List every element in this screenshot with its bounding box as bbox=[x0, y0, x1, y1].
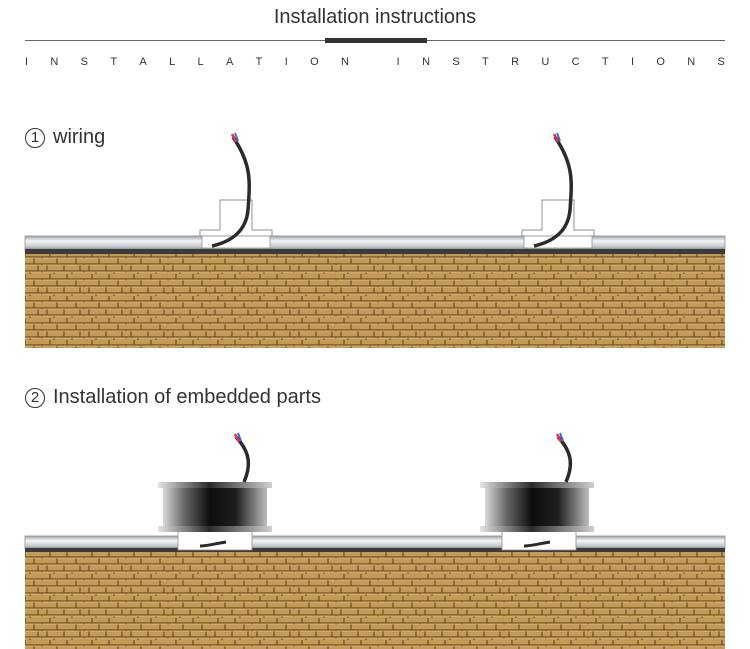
pipe-shadow bbox=[25, 548, 725, 552]
subtitle-letter: L bbox=[169, 56, 176, 68]
step-2-heading: 2 Installation of embedded parts bbox=[25, 386, 321, 409]
surface-pipe bbox=[24, 535, 726, 550]
subtitle-letter: N bbox=[422, 56, 431, 68]
subtitle-letter: O bbox=[310, 56, 319, 68]
embedded-part-right bbox=[480, 482, 594, 551]
embedded-part-left bbox=[158, 482, 272, 551]
subtitle-letter: S bbox=[452, 56, 460, 68]
subtitle-letter: U bbox=[541, 56, 550, 68]
subtitle-letter: I bbox=[630, 56, 635, 68]
subtitle-letter: A bbox=[225, 56, 234, 68]
step-2-label: Installation of embedded parts bbox=[53, 386, 321, 408]
subtitle-letter: I bbox=[284, 56, 288, 68]
subtitle-letter: T bbox=[482, 56, 489, 68]
cable-left bbox=[199, 432, 251, 548]
subtitle-letter: N bbox=[687, 56, 696, 68]
subtitle-letter: O bbox=[656, 56, 665, 68]
pipe-shadow bbox=[25, 249, 725, 254]
ground-layer bbox=[25, 254, 725, 348]
subtitle-letter: T bbox=[255, 56, 263, 68]
step-2-number: 2 bbox=[25, 387, 45, 408]
subtitle-letter: T bbox=[110, 56, 118, 68]
subtitle-letter: T bbox=[601, 56, 609, 68]
ground-layer bbox=[25, 552, 725, 649]
mounting-bracket-right bbox=[521, 199, 595, 249]
subtitle-letter: I bbox=[25, 56, 29, 68]
cable-right bbox=[533, 132, 573, 248]
subtitle-letter: A bbox=[139, 56, 147, 68]
subtitle-letter: C bbox=[571, 56, 580, 68]
step-1-number: 1 bbox=[25, 127, 45, 148]
subtitle-letter: S bbox=[80, 56, 89, 68]
subtitle-letter: S bbox=[717, 56, 725, 68]
subtitle-letter: R bbox=[511, 56, 520, 68]
step-1-heading: 1 wiring bbox=[25, 126, 105, 149]
cable-left bbox=[211, 132, 251, 248]
surface-pipe bbox=[24, 235, 726, 251]
subtitle-letter: L bbox=[197, 56, 204, 68]
subtitle-letter: N bbox=[341, 56, 349, 68]
page-title: Installation instructions bbox=[273, 6, 477, 28]
mounting-bracket-left bbox=[199, 199, 273, 249]
embedded-parts-illustration bbox=[24, 432, 726, 649]
subtitle-letter: N bbox=[50, 56, 59, 68]
step-1-label: wiring bbox=[53, 126, 106, 148]
cable-right bbox=[523, 432, 573, 548]
subtitle-letter: I bbox=[396, 56, 400, 68]
subtitle-letter bbox=[371, 56, 374, 68]
wiring-illustration bbox=[24, 132, 726, 348]
title-divider-accent bbox=[325, 38, 427, 43]
